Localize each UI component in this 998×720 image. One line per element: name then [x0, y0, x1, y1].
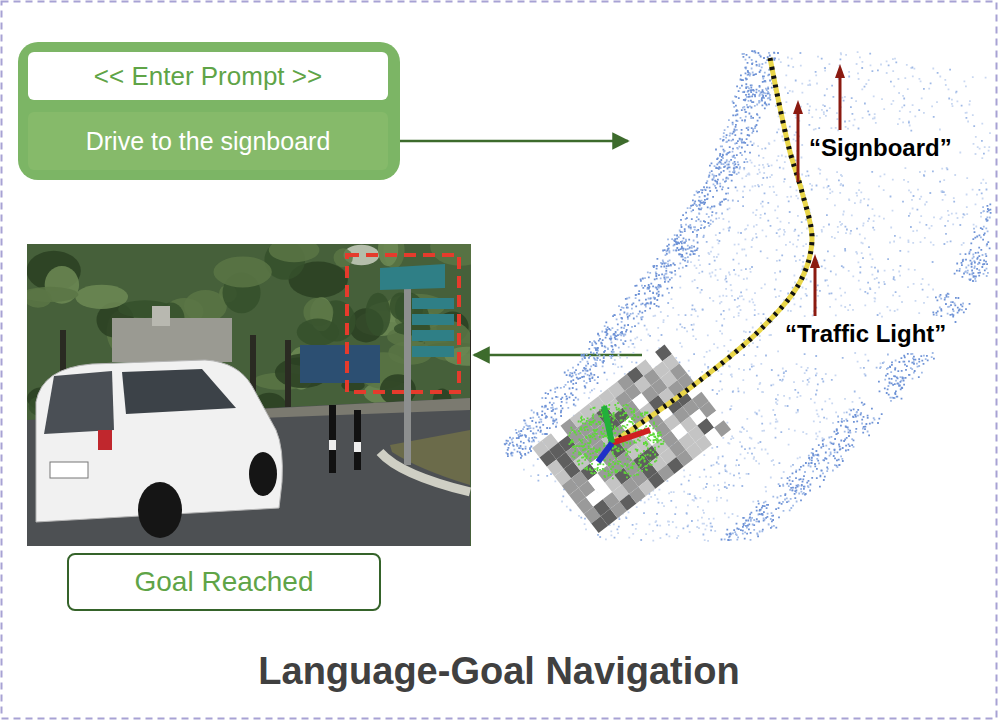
axis-x — [612, 430, 650, 443]
trajectory — [612, 58, 812, 443]
foliage-blob — [75, 285, 128, 309]
sign-panel — [380, 264, 445, 290]
foliage-blob — [27, 287, 78, 302]
box-text: Goal Reached — [134, 566, 313, 598]
trees — [27, 244, 471, 546]
photo — [27, 244, 471, 546]
cloud-points — [504, 50, 991, 541]
box-text: << Enter Prompt >> — [94, 61, 322, 92]
sign-panel — [412, 330, 454, 341]
grid-cell — [714, 420, 731, 437]
goal-pole — [814, 266, 817, 316]
cloud-points — [504, 51, 991, 541]
goal-pole-head — [835, 64, 845, 78]
foliage-blob — [269, 244, 320, 262]
tree-trunk — [470, 330, 471, 410]
robot-axes — [598, 406, 650, 462]
goal-markers — [793, 64, 845, 316]
foliage-blob — [297, 319, 339, 346]
axis-y — [604, 406, 612, 443]
car-wheel — [138, 482, 182, 538]
highlight-box — [347, 255, 459, 392]
flow-arrow — [400, 140, 628, 143]
grass — [390, 430, 470, 485]
status-box: Goal Reached — [67, 553, 381, 611]
sign-panel — [412, 346, 454, 357]
sensor — [152, 306, 170, 326]
sign-panel — [412, 314, 454, 325]
bollard-band — [354, 442, 361, 452]
car-side-window — [122, 369, 236, 414]
flow-arrow — [474, 354, 642, 357]
goal-pole — [839, 76, 842, 130]
map-label: “Traffic Light” — [782, 320, 949, 348]
map-label: “Signboard” — [806, 134, 955, 162]
bollard-band — [329, 440, 336, 450]
prompt-header: << Enter Prompt >> — [28, 52, 388, 100]
figure-title: Language-Goal Navigation — [0, 650, 998, 693]
sign-panel — [412, 298, 454, 309]
car-wheel — [249, 452, 277, 496]
goal-pole-head — [793, 100, 803, 114]
foliage-blob — [365, 293, 390, 336]
car-plate — [50, 462, 88, 478]
car-taillight — [98, 430, 112, 450]
roof-rack — [112, 318, 232, 362]
sign-pole — [404, 268, 411, 465]
prompt-input: Drive to the signboard — [28, 112, 388, 170]
goal-pole — [797, 112, 800, 182]
axis-z — [598, 443, 612, 462]
occupancy-grid — [532, 345, 731, 534]
goal-pole-head — [810, 254, 820, 268]
building — [300, 345, 380, 383]
prompt-frame — [18, 42, 400, 180]
box-text: Drive to the signboard — [86, 127, 331, 156]
point-cloud — [504, 50, 992, 542]
bollard — [329, 405, 336, 473]
car-rear-window — [44, 371, 114, 434]
foliage-blob — [214, 256, 272, 287]
bollard — [354, 410, 361, 470]
trajectory-dashes — [612, 58, 812, 443]
foliage-blob — [334, 248, 353, 267]
